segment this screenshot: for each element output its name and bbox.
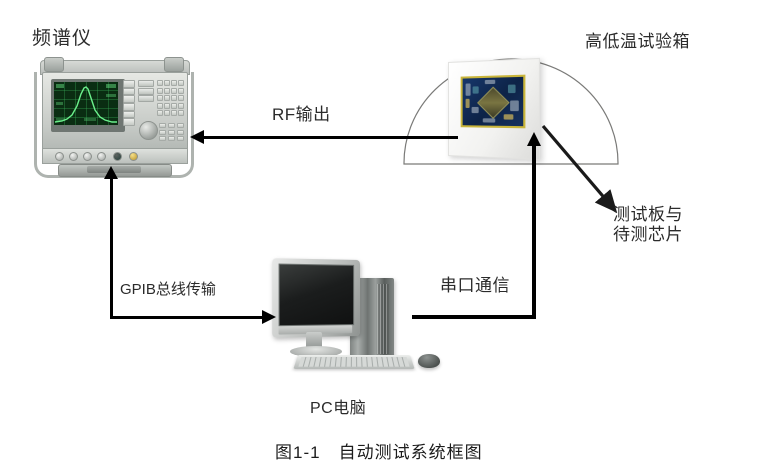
pc-keyboard bbox=[293, 355, 415, 369]
analyzer-screen-bezel bbox=[51, 79, 125, 132]
label-dut-line1: 测试板与 bbox=[613, 205, 683, 224]
analyzer-crt-display bbox=[54, 82, 118, 125]
serial-horizontal-line bbox=[412, 315, 536, 319]
label-device-under-test: 测试板与 待测芯片 bbox=[613, 205, 683, 244]
dut-pointer-arrow bbox=[541, 124, 618, 213]
label-rf-output: RF输出 bbox=[272, 105, 331, 124]
serial-arrowhead-to-board bbox=[527, 132, 541, 146]
gpib-vertical-line bbox=[110, 176, 113, 319]
pc-computer bbox=[262, 258, 462, 393]
monitor-stand-neck bbox=[306, 332, 322, 348]
label-serial-comm: 串口通信 bbox=[440, 276, 510, 295]
pc-mouse bbox=[418, 354, 440, 368]
analyzer-function-key-column[interactable] bbox=[138, 80, 154, 102]
analyzer-bnc-port[interactable] bbox=[129, 152, 138, 161]
analyzer-keypad-upper[interactable] bbox=[157, 80, 184, 122]
label-test-chamber: 高低温试验箱 bbox=[585, 32, 690, 51]
figure-caption: 图1-1 自动测试系统框图 bbox=[275, 443, 483, 462]
analyzer-corner-bumper-right bbox=[164, 57, 184, 72]
analyzer-spectrum-trace bbox=[54, 84, 117, 123]
label-gpib-bus: GPIB总线传输 bbox=[120, 281, 216, 298]
analyzer-front-panel bbox=[42, 72, 188, 150]
serial-vertical-line bbox=[532, 146, 536, 318]
analyzer-corner-bumper-left bbox=[44, 57, 64, 72]
rf-output-connector-line bbox=[202, 136, 458, 139]
analyzer-keypad-numeric[interactable] bbox=[159, 123, 184, 143]
analyzer-rf-input-port[interactable] bbox=[113, 152, 122, 161]
gpib-arrowhead-to-analyzer bbox=[104, 166, 118, 179]
analyzer-connector-strip bbox=[42, 148, 188, 164]
gpib-horizontal-line bbox=[110, 316, 265, 319]
monitor-screen bbox=[278, 263, 355, 327]
rf-output-arrowhead bbox=[190, 130, 204, 144]
label-dut-line2: 待测芯片 bbox=[613, 224, 683, 244]
tower-vent bbox=[377, 284, 389, 354]
pc-monitor bbox=[272, 258, 360, 338]
monitor-stand-base bbox=[290, 346, 342, 357]
spectrum-analyzer-device bbox=[34, 57, 194, 178]
analyzer-tuning-knob[interactable] bbox=[139, 121, 158, 140]
analyzer-softkey-column[interactable] bbox=[123, 80, 135, 127]
label-pc: PC电脑 bbox=[310, 400, 367, 417]
gpib-arrowhead-to-pc bbox=[262, 310, 276, 324]
label-spectrum-analyzer: 频谱仪 bbox=[32, 28, 93, 49]
pcb-board bbox=[460, 74, 526, 129]
